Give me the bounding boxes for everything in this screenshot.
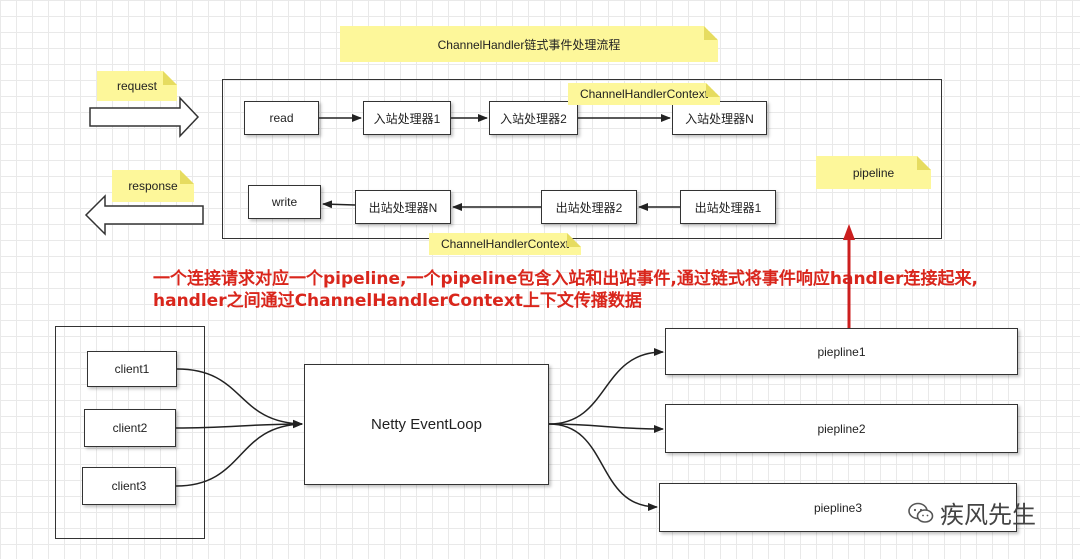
write-label: write xyxy=(271,195,298,209)
pipeline-box-1: piepline1 xyxy=(665,328,1018,375)
inbound-handler-1-label: 入站处理器1 xyxy=(373,111,441,126)
inbound-handler-2: 入站处理器2 xyxy=(489,101,578,135)
pipeline-label-2: piepline2 xyxy=(817,421,866,436)
curve-eventloop-pipeline3 xyxy=(548,423,658,511)
client-label-2: client2 xyxy=(112,421,148,435)
outbound-handler-2-label: 出站处理器2 xyxy=(555,200,623,215)
pipeline-label-3: piepline3 xyxy=(813,500,863,515)
pipeline-box-2: piepline2 xyxy=(665,404,1018,453)
outbound-handler-n-label: 出站处理器N xyxy=(368,200,438,215)
watermark-text: 疾风先生 xyxy=(940,501,1036,529)
inbound-handler-n-label: 入站处理器N xyxy=(685,111,754,126)
eventloop-label: Netty EventLoop xyxy=(371,416,482,433)
title-note: ChannelHandler链式事件处理流程 xyxy=(340,26,718,62)
pipeline-label-1: piepline1 xyxy=(817,344,866,359)
watermark: 疾风先生 xyxy=(908,495,1036,530)
curve-eventloop-pipeline2 xyxy=(548,423,664,433)
client-box-2: client2 xyxy=(84,409,176,447)
request-arrow xyxy=(89,96,200,138)
diagram-title: ChannelHandler链式事件处理流程 xyxy=(437,37,621,52)
response-label: response xyxy=(128,179,178,193)
eventloop-box: Netty EventLoop xyxy=(304,364,549,485)
inbound-handler-n: 入站处理器N xyxy=(672,101,767,135)
outbound-handler-1: 出站处理器1 xyxy=(680,190,776,224)
write-box: write xyxy=(248,185,321,219)
outbound-handler-n: 出站处理器N xyxy=(355,190,451,224)
outbound-handler-2: 出站处理器2 xyxy=(541,190,637,224)
inbound-handler-1: 入站处理器1 xyxy=(363,101,451,135)
context-top-label: ChannelHandlerContext xyxy=(579,87,709,101)
response-note: response xyxy=(112,170,194,202)
client-box-3: client3 xyxy=(82,467,176,505)
pipeline-note: pipeline xyxy=(816,156,931,189)
read-box: read xyxy=(244,101,319,135)
annotation-line-1: 一个连接请求对应一个pipeline,一个pipeline包含入站和出站事件,通… xyxy=(153,269,978,289)
request-label: request xyxy=(116,79,158,93)
client-box-1: client1 xyxy=(87,351,177,387)
curve-eventloop-pipeline1 xyxy=(548,348,664,425)
read-label: read xyxy=(269,111,294,125)
pipeline-frame xyxy=(222,79,942,239)
outbound-handler-1-label: 出站处理器1 xyxy=(694,200,762,215)
context-note-bottom: ChannelHandlerContext xyxy=(429,233,581,255)
pipeline-label: pipeline xyxy=(852,165,895,180)
wechat-icon xyxy=(908,502,934,523)
pipeline-box-3: piepline3 xyxy=(659,483,1017,532)
request-note: request xyxy=(97,71,177,101)
context-note-top: ChannelHandlerContext xyxy=(568,83,720,105)
annotation-text: 一个连接请求对应一个pipeline,一个pipeline包含入站和出站事件,通… xyxy=(153,268,1053,312)
context-bottom-label: ChannelHandlerContext xyxy=(440,237,570,251)
annotation-line-2: handler之间通过ChannelHandlerContext上下文传播数据 xyxy=(153,291,642,311)
client-label-1: client1 xyxy=(114,362,150,376)
client-label-3: client3 xyxy=(111,479,147,493)
inbound-handler-2-label: 入站处理器2 xyxy=(500,111,567,126)
